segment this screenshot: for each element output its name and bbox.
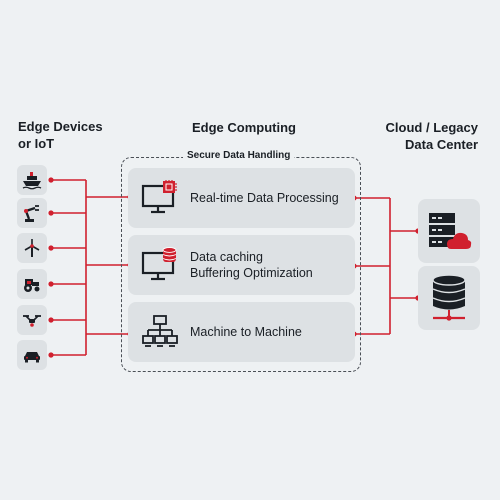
edge-computing-title: Edge Computing bbox=[192, 120, 296, 135]
edge-devices-title: Edge Devices or IoT bbox=[18, 118, 103, 152]
card-machine-to-machine-line: Machine to Machine bbox=[190, 325, 302, 339]
secure-data-handling-label: Secure Data Handling bbox=[183, 150, 295, 161]
edge-devices-title-line2: or IoT bbox=[18, 136, 55, 151]
cloud-datacenter-title-line1: Cloud / Legacy bbox=[385, 120, 478, 135]
server-cloud bbox=[418, 199, 480, 263]
card-machine-to-machine-text: Machine to Machine bbox=[190, 324, 302, 340]
monitor-chip-icon bbox=[141, 180, 177, 214]
edge-devices-title-line1: Edge Devices bbox=[18, 119, 103, 134]
drone-icon bbox=[23, 315, 41, 327]
device-ship bbox=[17, 165, 47, 195]
database-server bbox=[418, 266, 480, 330]
card-machine-to-machine: Machine to Machine bbox=[128, 302, 355, 362]
card-data-caching-text: Data caching Buffering Optimization bbox=[190, 249, 313, 281]
device-robot-arm bbox=[17, 198, 47, 228]
server-cloud-icon bbox=[429, 213, 472, 249]
card-data-caching-line1: Data caching bbox=[190, 250, 263, 264]
card-data-caching: Data caching Buffering Optimization bbox=[128, 235, 355, 295]
card-data-caching-line2: Buffering Optimization bbox=[190, 266, 313, 280]
robot-arm-icon bbox=[24, 205, 39, 222]
cloud-datacenter-title: Cloud / Legacy Data Center bbox=[386, 119, 478, 153]
card-realtime-processing-line: Real-time Data Processing bbox=[190, 191, 339, 205]
wind-turbine-icon bbox=[24, 239, 40, 257]
device-tractor bbox=[17, 269, 47, 299]
tractor-icon bbox=[24, 279, 40, 292]
card-realtime-processing: Real-time Data Processing bbox=[128, 168, 355, 228]
device-wind-turbine bbox=[17, 233, 47, 263]
database-server-icon bbox=[432, 274, 466, 321]
ship-icon bbox=[22, 172, 42, 190]
card-realtime-processing-text: Real-time Data Processing bbox=[190, 190, 339, 206]
device-drone bbox=[17, 305, 47, 335]
cloud-datacenter-title-line2: Data Center bbox=[405, 137, 478, 152]
monitor-database-icon bbox=[141, 247, 177, 281]
car-icon bbox=[24, 352, 40, 363]
network-icon bbox=[142, 315, 178, 347]
device-car bbox=[17, 340, 47, 370]
